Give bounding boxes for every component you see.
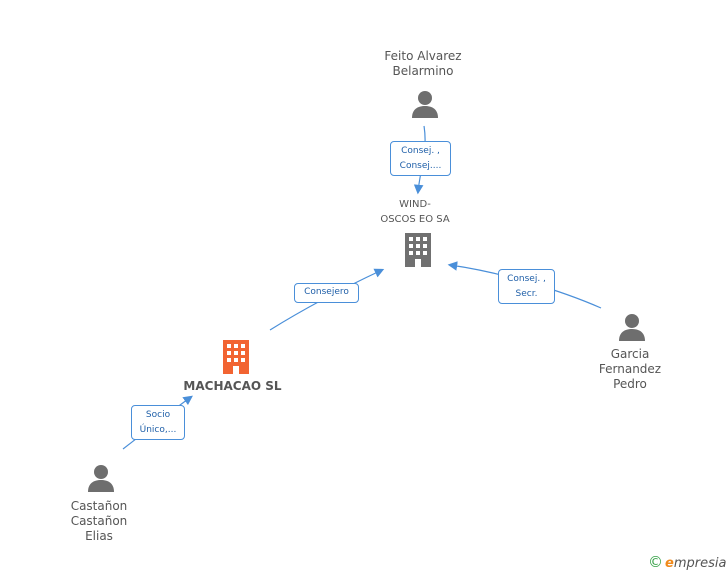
edge-label-machacao-wind[interactable]: Consejero xyxy=(294,283,359,303)
edge-label-garcia-wind[interactable]: Consej. , Secr. xyxy=(498,269,555,304)
person-castanon-name[interactable]: Castañon Castañon Elias xyxy=(70,499,128,543)
person-feito-icon[interactable] xyxy=(410,89,440,119)
person-castanon-icon[interactable] xyxy=(86,463,116,493)
building-icon-highlight[interactable] xyxy=(221,340,251,374)
edge-label-castanon-machacao[interactable]: Socio Único,... xyxy=(131,405,185,440)
company-wind-name[interactable]: WIND- OSCOS EO SA xyxy=(380,199,450,225)
person-garcia-icon[interactable] xyxy=(617,312,647,342)
building-icon[interactable] xyxy=(403,233,433,267)
person-garcia-name[interactable]: Garcia Fernandez Pedro xyxy=(598,347,662,391)
empresia-logo: ©empresia xyxy=(648,553,727,571)
edge-label-feito-wind[interactable]: Consej. , Consej.... xyxy=(390,141,451,176)
person-feito-name[interactable]: Feito Alvarez Belarmino xyxy=(384,49,462,78)
copyright-icon: © xyxy=(648,553,663,571)
company-machacao-name[interactable]: MACHACAO SL xyxy=(183,379,282,393)
